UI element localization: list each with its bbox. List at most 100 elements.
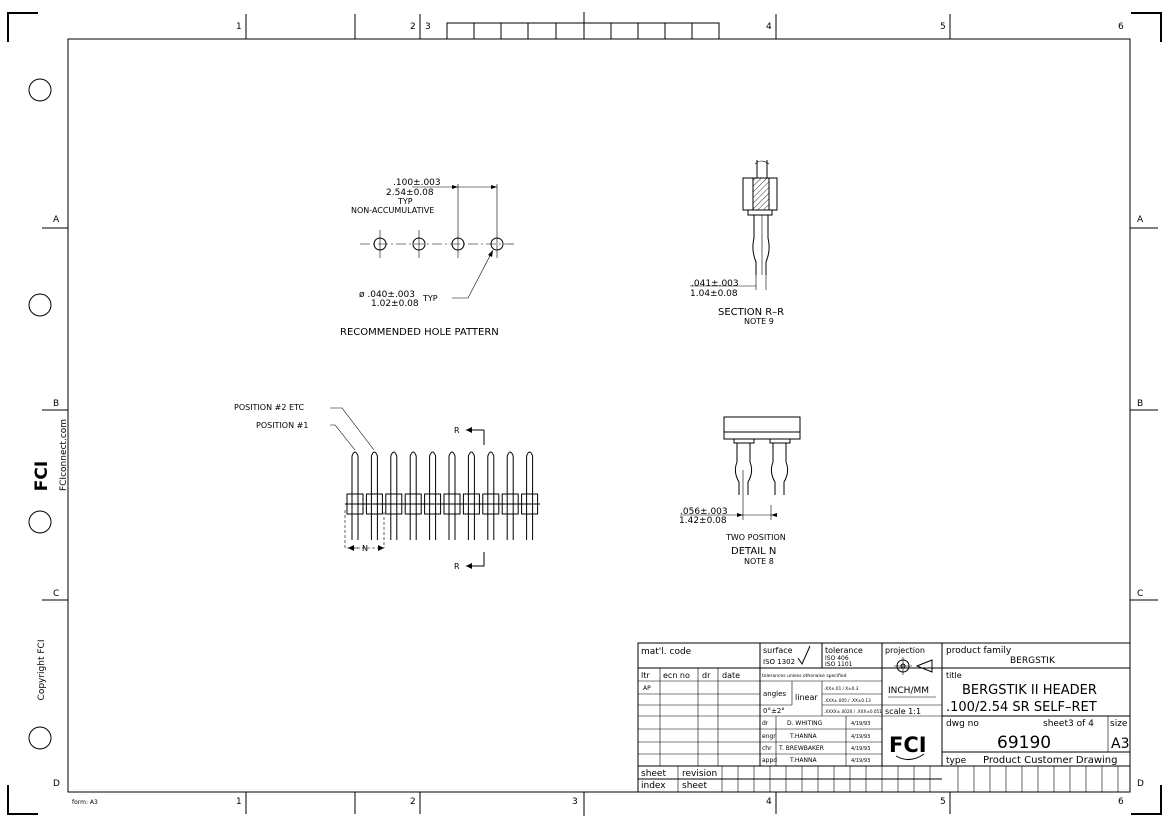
signoff-name: T.HANNA <box>789 757 817 764</box>
signoff-date: 4/19/93 <box>851 721 870 727</box>
projection-label: projection <box>885 646 925 655</box>
linear-label: linear <box>795 693 818 702</box>
rev-ltr-first: AP <box>643 685 651 692</box>
header-pins <box>351 451 534 540</box>
left-zone-a: A <box>53 215 60 225</box>
header-pin <box>526 451 534 540</box>
header-pin <box>390 451 398 540</box>
title-block-fci-logo: FCI <box>889 733 927 757</box>
punch-hole <box>28 293 52 317</box>
type-value: Product Customer Drawing <box>983 755 1117 766</box>
hole-dim-inch: ø .040±.003 <box>359 290 415 300</box>
hole-pattern-view: .100±.003 2.54±0.08 TYP NON-ACCUMULATIVE… <box>340 178 516 338</box>
position-1-label: POSITION #1 <box>256 421 308 430</box>
header-pin <box>351 451 359 540</box>
linear-tol-1: .XX±.01 / X±0.3 <box>824 686 859 691</box>
top-zone-1: 1 <box>236 22 242 32</box>
detail-n-view: .056±.003 1.42±0.08 TWO POSITION DETAIL … <box>679 416 801 566</box>
signoff-role: dr <box>762 720 769 727</box>
pitch-dim-inch: .100±.003 <box>393 178 441 188</box>
hole-dim-mm: 1.02±0.08 <box>371 299 419 309</box>
header-pin <box>487 451 495 540</box>
side-website: FCIconnect.com <box>59 419 69 491</box>
logo-swoosh <box>895 753 925 760</box>
punch-hole <box>28 726 52 750</box>
section-rr-title: SECTION R–R <box>718 307 784 318</box>
section-marker-bottom: R <box>454 562 460 571</box>
surface-iso: ISO 1302 <box>763 658 795 666</box>
top-zone-4: 4 <box>766 22 772 32</box>
punch-hole <box>28 78 52 102</box>
pitch-note: NON-ACCUMULATIVE <box>351 206 434 215</box>
detail-n-title: DETAIL N <box>731 546 776 557</box>
signoff-role: engr <box>762 733 776 740</box>
bottom-zone-1: 1 <box>236 797 242 807</box>
detail-n-dim-mm: 1.42±0.08 <box>679 516 727 526</box>
signoff-name: D. WHITING <box>787 720 823 727</box>
sheet-number: sheet3 of 4 <box>1043 719 1094 729</box>
top-ruler <box>354 14 720 40</box>
tolerance-label: tolerance <box>825 646 863 655</box>
product-family-value: BERGSTIK <box>1010 656 1056 666</box>
top-zone-5: 5 <box>940 22 946 32</box>
section-rr-note: NOTE 9 <box>744 317 774 326</box>
side-copyright: Copyright FCI <box>37 640 47 701</box>
signoff-role: appd <box>762 757 777 764</box>
header-pin <box>409 451 417 540</box>
section-marker-top: R <box>454 426 460 435</box>
detail-n-dim-inch: .056±.003 <box>680 507 728 517</box>
rev-header-dr: dr <box>702 671 711 680</box>
bottom-zone-6: 6 <box>1118 797 1124 807</box>
signoff-date: 4/19/93 <box>851 734 870 740</box>
signoff-name: T. BREWBAKER <box>778 745 824 752</box>
surface-label: surface <box>763 646 793 655</box>
type-label: type <box>946 756 967 766</box>
tolerance-note: tolerances unless otherwise specified <box>762 673 847 679</box>
angles-value: 0°±2° <box>763 707 785 715</box>
signoff-date: 4/19/93 <box>851 758 870 764</box>
bottom-zone-5: 5 <box>940 797 946 807</box>
signoff-name: T.HANNA <box>789 733 817 740</box>
rev-header-ecn: ecn no <box>663 671 690 680</box>
section-rr-dim-mm: 1.04±0.08 <box>690 289 738 299</box>
drawing-number: 69190 <box>997 733 1051 753</box>
title-line-2: .100/2.54 SR SELF–RET <box>946 700 1097 715</box>
bottom-zone-4: 4 <box>766 797 772 807</box>
corner-mark-br <box>1131 785 1162 815</box>
top-zone-2: 2 <box>410 22 416 32</box>
section-rr-dim-inch: .041±.003 <box>691 279 739 289</box>
signoff-date: 4/19/93 <box>851 746 870 752</box>
linear-tol-2: .XXX±.005 / .XX±0.13 <box>824 698 871 703</box>
product-family-label: product family <box>946 646 1012 656</box>
dwg-no-label: dwg no <box>946 719 979 729</box>
header-pin <box>429 451 437 540</box>
matl-code-label: mat'l. code <box>641 647 692 657</box>
header-pin <box>506 451 514 540</box>
side-branding: FCI <box>32 461 52 491</box>
detail-n-note: NOTE 8 <box>744 557 774 566</box>
bottom-zone-2: 2 <box>410 797 416 807</box>
detail-n-subtitle: TWO POSITION <box>725 533 786 542</box>
zone-labels: 1 2 3 4 5 6 1 2 3 4 5 6 A B C D A B C D <box>53 22 1144 807</box>
hole-typ: TYP <box>422 294 438 303</box>
sheet-border <box>7 12 1162 816</box>
rev-header-ltr: ltr <box>641 671 650 680</box>
scale-label: scale 1:1 <box>885 707 921 716</box>
signoff-role: chr <box>762 745 772 752</box>
left-zone-b: B <box>53 399 59 409</box>
size-label: size <box>1110 719 1128 729</box>
form-label: form: A3 <box>72 799 98 806</box>
punch-hole <box>28 510 52 534</box>
sheet-index-label-1: sheet <box>641 769 666 779</box>
title-label: title <box>946 671 962 680</box>
tolerance-iso-2: ISO 1101 <box>825 661 853 668</box>
header-pin <box>370 451 378 540</box>
top-zone-6: 6 <box>1118 22 1124 32</box>
sheet-index-label-2: index <box>641 781 666 791</box>
corner-mark-tr <box>1131 12 1162 42</box>
right-zone-a: A <box>1137 215 1144 225</box>
signoff-table: dr D. WHITING 4/19/93 engr T.HANNA 4/19/… <box>762 720 870 764</box>
header-pin <box>448 451 456 540</box>
revision-sheet-label-2: sheet <box>682 781 707 791</box>
rev-header-date: date <box>722 671 740 680</box>
